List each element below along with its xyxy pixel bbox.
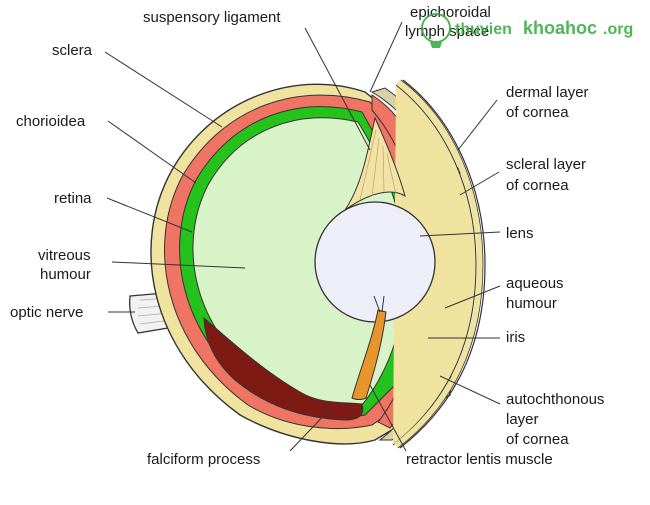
label-lens: lens bbox=[506, 225, 534, 242]
dermal-layer-band bbox=[394, 79, 484, 449]
leader-retina bbox=[106, 197, 193, 233]
label-aqueous-2: humour bbox=[506, 295, 557, 312]
watermark-brand-main: khoahoc bbox=[523, 18, 597, 38]
label-iris: iris bbox=[506, 329, 525, 346]
label-scleral-2: of cornea bbox=[506, 177, 569, 194]
watermark-logo: thuvien khoahoc .org bbox=[421, 13, 633, 48]
label-autochthonous-2: layer bbox=[506, 411, 539, 428]
retractor-tendon bbox=[373, 295, 385, 313]
watermark-brand-suffix: .org bbox=[603, 21, 633, 38]
leader-scleral bbox=[459, 171, 500, 196]
label-aqueous-1: aqueous bbox=[506, 275, 564, 292]
falciform-process-shape bbox=[203, 316, 364, 421]
leader-chorioidea bbox=[107, 120, 197, 184]
label-scleral-1: scleral layer bbox=[506, 156, 586, 173]
leader-autochthonous bbox=[439, 375, 501, 405]
watermark-brand-prefix: thuvien bbox=[455, 21, 512, 38]
label-epichoroidal-2: lymph space bbox=[405, 23, 489, 40]
label-falciform-process: falciform process bbox=[147, 451, 260, 468]
label-sclera: sclera bbox=[52, 42, 93, 59]
leader-retractor bbox=[369, 384, 407, 452]
label-autochthonous-1: autochthonous bbox=[506, 391, 604, 408]
label-epichoroidal-1: epichoroidal bbox=[410, 4, 491, 21]
label-dermal-2: of cornea bbox=[506, 104, 569, 121]
label-vitreous-1: vitreous bbox=[38, 247, 91, 264]
leader-lines bbox=[104, 21, 501, 452]
leader-aqueous bbox=[444, 285, 501, 309]
dermal-layer-edge bbox=[397, 79, 484, 449]
leader-sclera bbox=[104, 51, 223, 128]
suspensory-ligament-fibres bbox=[359, 129, 397, 201]
label-optic-nerve: optic nerve bbox=[10, 304, 83, 321]
label-dermal-1: dermal layer bbox=[506, 84, 589, 101]
label-vitreous-2: humour bbox=[40, 266, 91, 283]
leader-lens bbox=[419, 231, 501, 237]
leader-falciform bbox=[289, 406, 333, 452]
label-suspensory-ligament: suspensory ligament bbox=[143, 9, 281, 26]
leader-vitreous bbox=[111, 261, 246, 269]
label-autochthonous-3: of cornea bbox=[506, 431, 569, 448]
label-retina: retina bbox=[54, 190, 92, 207]
lens-shape bbox=[314, 201, 436, 323]
label-chorioidea: chorioidea bbox=[16, 113, 86, 130]
bulb-icon-base bbox=[430, 42, 442, 48]
label-retractor-lentis: retractor lentis muscle bbox=[406, 451, 553, 468]
leader-dermal bbox=[457, 99, 498, 151]
suspensory-ligament-shape bbox=[344, 116, 406, 211]
dermal-layer-outer bbox=[399, 79, 486, 449]
retractor-lentis-muscle-shape bbox=[351, 309, 387, 400]
leader-epichoroidal bbox=[369, 21, 403, 93]
leader-suspensory bbox=[304, 27, 371, 151]
